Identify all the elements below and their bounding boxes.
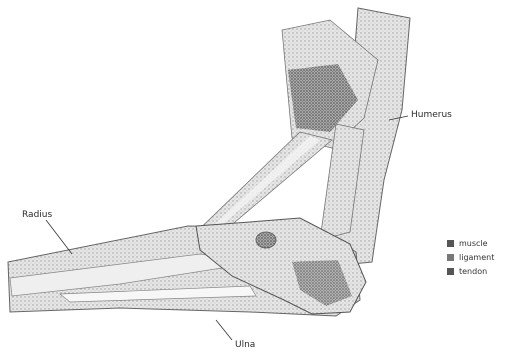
legend: muscle ligament tendon: [447, 236, 509, 278]
legend-label-muscle: muscle: [459, 239, 488, 248]
legend-swatch-tendon: [447, 268, 454, 275]
humerus-label: Humerus: [411, 111, 452, 120]
legend-item-tendon: tendon: [447, 264, 509, 278]
legend-swatch-muscle: [447, 240, 454, 247]
legend-label-ligament: ligament: [459, 253, 494, 262]
ligament-knob: [256, 232, 276, 248]
legend-label-tendon: tendon: [459, 267, 487, 276]
legend-item-ligament: ligament: [447, 250, 509, 264]
legend-swatch-ligament: [447, 254, 454, 261]
ulna-leader: [216, 320, 232, 340]
ulna-label: Ulna: [235, 341, 255, 350]
radius-label: Radius: [22, 211, 52, 220]
legend-item-muscle: muscle: [447, 236, 509, 250]
radius-leader: [46, 220, 72, 254]
